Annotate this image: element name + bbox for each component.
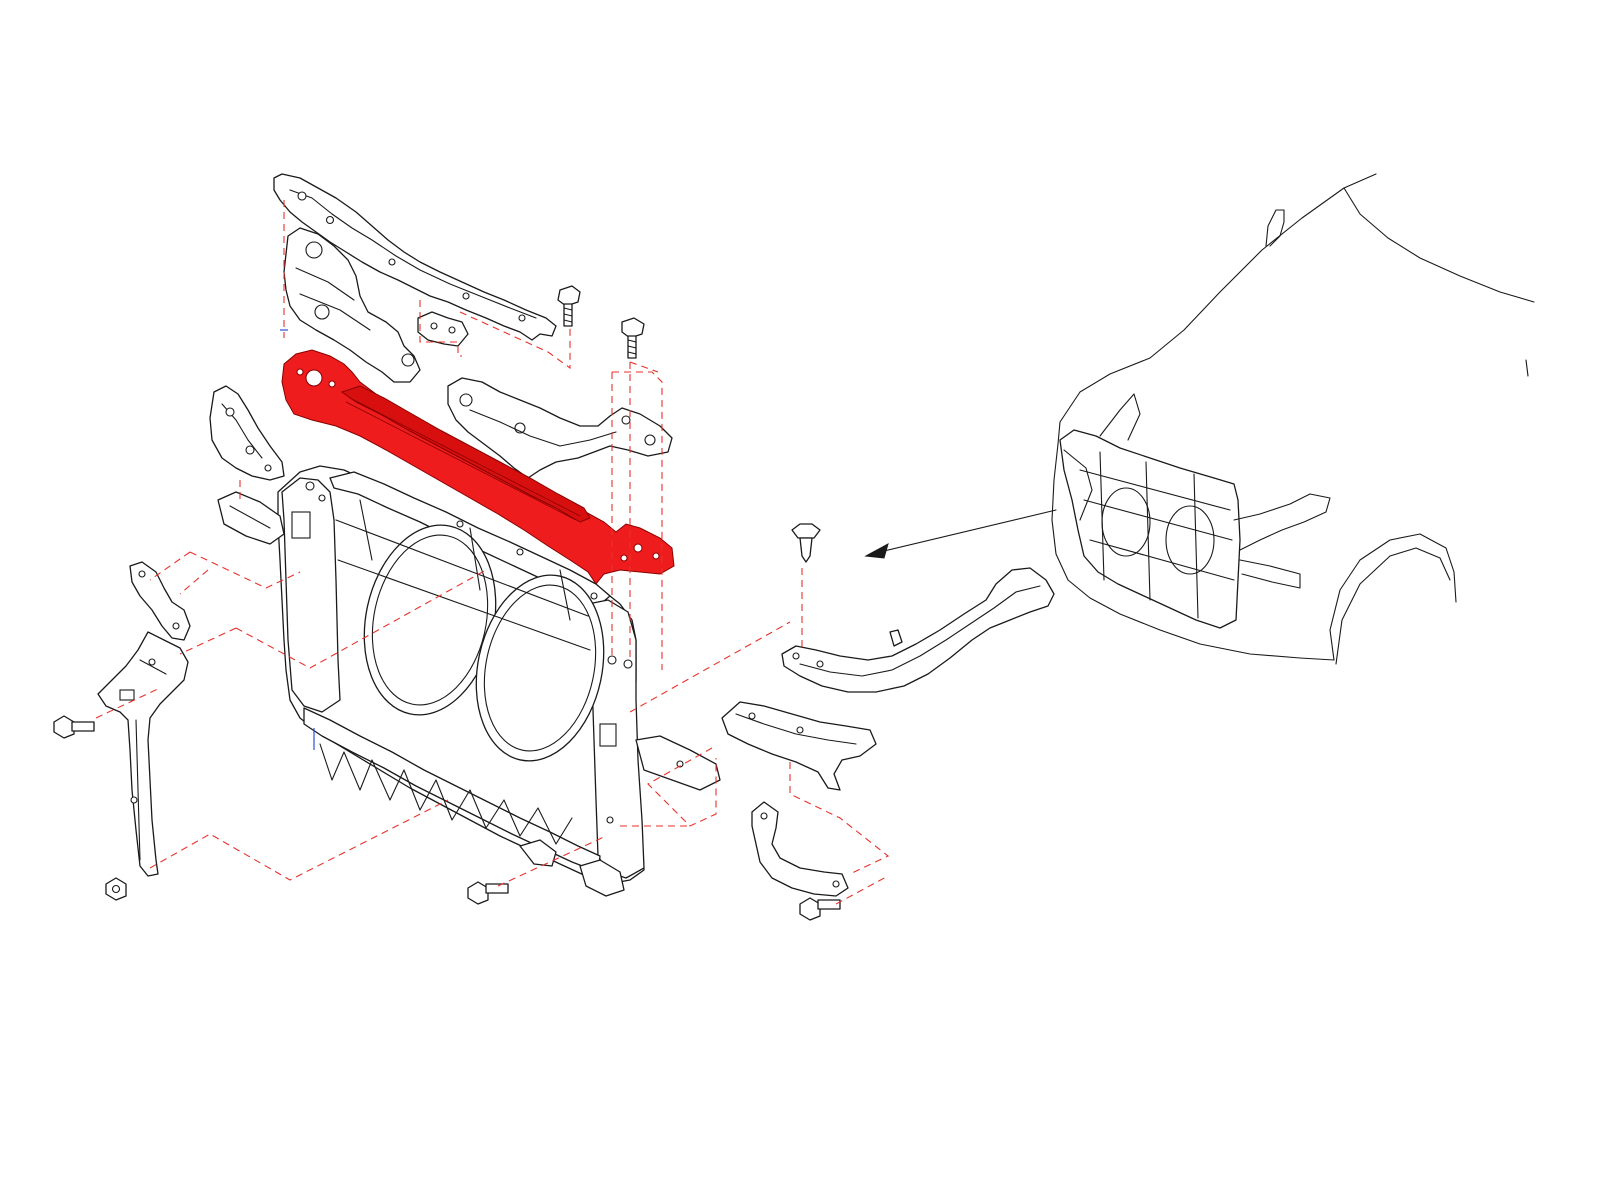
vehicle-location-view [864, 173, 1535, 665]
right-lower-stay[interactable] [751, 801, 849, 897]
upper-radiator-support[interactable] [273, 173, 557, 383]
assembly-leader-lines [95, 200, 890, 905]
bolt-icon[interactable] [799, 897, 841, 921]
left-side-bracket[interactable] [209, 385, 285, 481]
left-headlamp-bracket[interactable] [129, 561, 191, 641]
right-side-member-extension[interactable] [781, 567, 1055, 693]
bolt-icon[interactable] [621, 317, 645, 359]
upper-mount-bracket[interactable] [417, 311, 469, 347]
left-hood-lock-stay[interactable] [97, 631, 189, 877]
radiator-core-support[interactable] [217, 329, 721, 897]
arrow-icon [879, 509, 1057, 553]
right-headlamp-bracket[interactable] [721, 701, 877, 791]
bolt-icon[interactable] [557, 285, 581, 327]
arrow-head [864, 542, 889, 559]
bolt-icon[interactable] [105, 877, 127, 901]
upper-radiator-core-support-member[interactable] [281, 349, 675, 585]
hood-latch-support[interactable] [447, 377, 673, 479]
clip-icon[interactable] [791, 523, 821, 563]
bolt-icon[interactable] [53, 715, 95, 739]
bolt-icon[interactable] [467, 881, 509, 905]
